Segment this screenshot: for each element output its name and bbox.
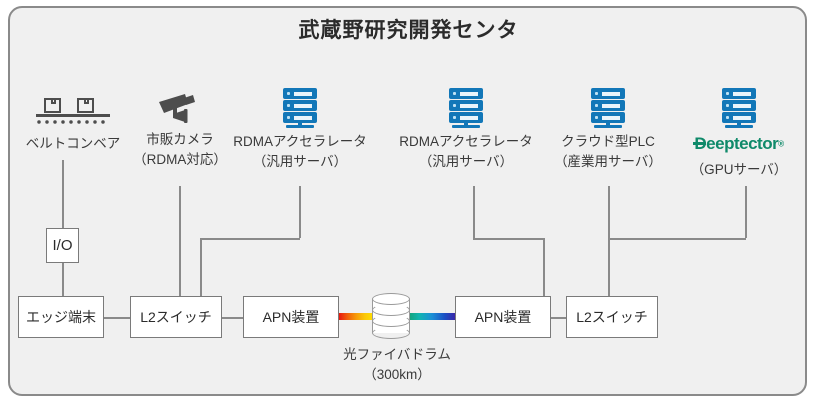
fiber-link-right	[409, 313, 455, 320]
link-rdma-left-into-l2	[200, 238, 202, 296]
link-rdma-right-horizontal	[473, 238, 544, 240]
device-sublabel: （汎用サーバ）	[252, 153, 348, 169]
device-sublabel: （汎用サーバ）	[418, 153, 514, 169]
link-io-to-edge	[62, 262, 64, 296]
page-title: 武蔵野研究開発センタ	[298, 19, 519, 42]
link-rdma-right-drop	[473, 186, 475, 238]
link-apn-right-to-l2-right	[551, 317, 566, 319]
edge-terminal-box[interactable]: エッジ端末	[18, 296, 104, 338]
device-sublabel: （RDMA対応）	[133, 151, 227, 167]
device-label: RDMAアクセラレータ	[233, 134, 367, 149]
conveyor-icon	[36, 92, 110, 132]
device-belt-conveyor: ベルトコンベア	[18, 92, 128, 154]
device-commercial-camera: 市販カメラ （RDMA対応）	[125, 88, 235, 169]
device-label: クラウド型PLC	[561, 134, 655, 149]
apn-device-right-box[interactable]: APN装置	[455, 296, 551, 338]
server-rack-icon	[722, 88, 756, 128]
deeptector-logo: Deeptector®	[693, 132, 784, 157]
fiber-drum-caption: 光ファイバドラム （300km）	[302, 345, 492, 386]
io-box[interactable]: I/O	[46, 228, 79, 263]
device-label: RDMAアクセラレータ	[399, 134, 533, 149]
link-edge-to-l2-left	[103, 317, 131, 319]
link-rdma-left-drop	[299, 186, 301, 238]
server-rack-icon	[449, 88, 483, 128]
device-sublabel: （GPUサーバ）	[690, 161, 788, 177]
link-rdma-left-horizontal	[200, 238, 300, 240]
fiber-drum-label: 光ファイバドラム	[343, 347, 451, 362]
deeptector-logo-text: Deeptector	[694, 134, 779, 153]
apn-device-left-box[interactable]: APN装置	[243, 296, 339, 338]
device-cloud-plc: クラウド型PLC （産業用サーバ）	[545, 88, 671, 171]
security-camera-icon	[155, 88, 205, 128]
server-rack-icon	[591, 88, 625, 128]
link-plc-to-l2-right	[608, 186, 610, 296]
device-label: 市販カメラ	[146, 132, 214, 147]
l2-switch-left-box[interactable]: L2スイッチ	[130, 296, 222, 338]
link-deeptector-horizontal	[608, 238, 746, 240]
link-camera-to-l2-left	[179, 186, 181, 296]
registered-mark-icon: ®	[778, 139, 784, 149]
device-deeptector: Deeptector® （GPUサーバ）	[678, 88, 800, 179]
l2-switch-right-box[interactable]: L2スイッチ	[566, 296, 658, 338]
link-rdma-right-into-apn	[543, 238, 545, 296]
device-rdma-accelerator-left: RDMAアクセラレータ （汎用サーバ）	[232, 88, 368, 171]
device-rdma-accelerator-right: RDMAアクセラレータ （汎用サーバ）	[398, 88, 534, 171]
server-rack-icon	[283, 88, 317, 128]
device-label: ベルトコンベア	[25, 136, 121, 151]
link-conveyor-to-io	[62, 160, 64, 228]
optical-fiber-drum-icon	[372, 293, 410, 339]
link-l2-left-to-apn-left	[221, 317, 244, 319]
fiber-drum-distance: （300km）	[363, 367, 431, 383]
device-sublabel: （産業用サーバ）	[554, 153, 662, 169]
link-deeptector-drop	[745, 186, 747, 238]
fiber-link-left	[339, 313, 375, 320]
